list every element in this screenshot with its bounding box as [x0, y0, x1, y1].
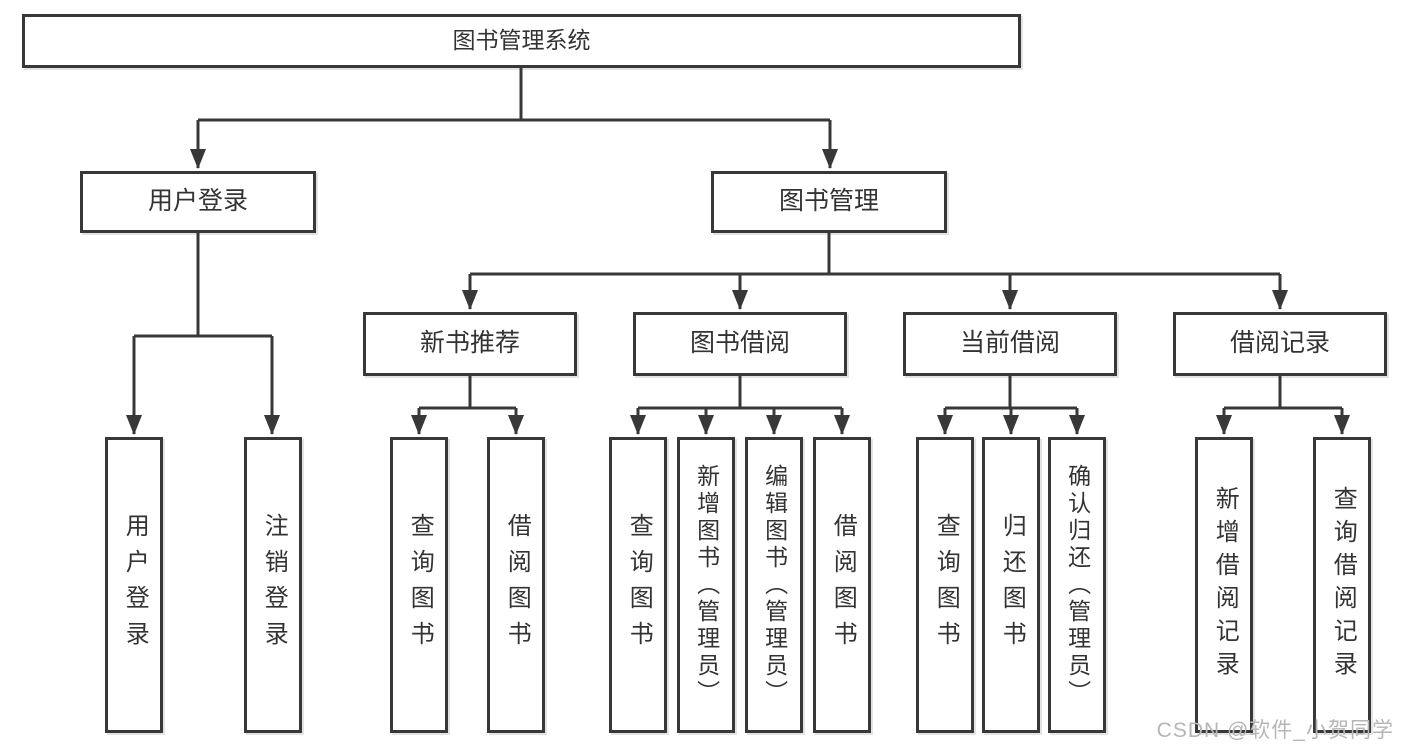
node-label: 新增图书（管理员）	[693, 463, 720, 707]
node-book-management: 图书管理	[711, 171, 947, 233]
leaf-user-login: 用户登录	[105, 437, 163, 733]
leaf-add-book-admin: 新增图书（管理员）	[677, 437, 735, 733]
leaf-borrow-books-recommend: 借阅图书	[487, 437, 545, 733]
node-label: 借阅图书	[829, 513, 857, 657]
node-label: 查询图书	[932, 513, 960, 657]
node-label: 注销登录	[260, 513, 288, 657]
node-label: 确认归还（管理员）	[1064, 463, 1091, 707]
leaf-logout: 注销登录	[244, 437, 302, 733]
node-borrow-records: 借阅记录	[1173, 312, 1387, 376]
node-label: 借阅图书	[503, 513, 531, 657]
node-label: 查询借阅记录	[1329, 486, 1357, 684]
node-book-borrowing: 图书借阅	[633, 312, 847, 376]
node-label: 归还图书	[998, 513, 1026, 657]
leaf-query-books-borrowing: 查询图书	[609, 437, 667, 733]
leaf-query-books-current: 查询图书	[916, 437, 974, 733]
node-label: 查询图书	[625, 513, 653, 657]
node-label: 编辑图书（管理员）	[761, 463, 788, 707]
leaf-confirm-return-admin: 确认归还（管理员）	[1048, 437, 1106, 733]
leaf-edit-book-admin: 编辑图书（管理员）	[745, 437, 803, 733]
node-label: 新增借阅记录	[1211, 486, 1239, 684]
node-new-book-recommendation: 新书推荐	[363, 312, 577, 376]
csdn-watermark: CSDN @软件_小贺同学	[1156, 719, 1394, 742]
leaf-return-books: 归还图书	[982, 437, 1040, 733]
node-current-borrowing: 当前借阅	[903, 312, 1117, 376]
node-user-login: 用户登录	[80, 171, 316, 233]
node-label: 用户登录	[121, 513, 149, 657]
leaf-borrow-books-borrowing: 借阅图书	[813, 437, 871, 733]
node-label: 查询图书	[406, 513, 434, 657]
leaf-query-borrow-record: 查询借阅记录	[1313, 437, 1371, 733]
leaf-add-borrow-record: 新增借阅记录	[1195, 437, 1253, 733]
node-library-management-system: 图书管理系统	[22, 14, 1021, 68]
leaf-query-books-recommend: 查询图书	[390, 437, 448, 733]
